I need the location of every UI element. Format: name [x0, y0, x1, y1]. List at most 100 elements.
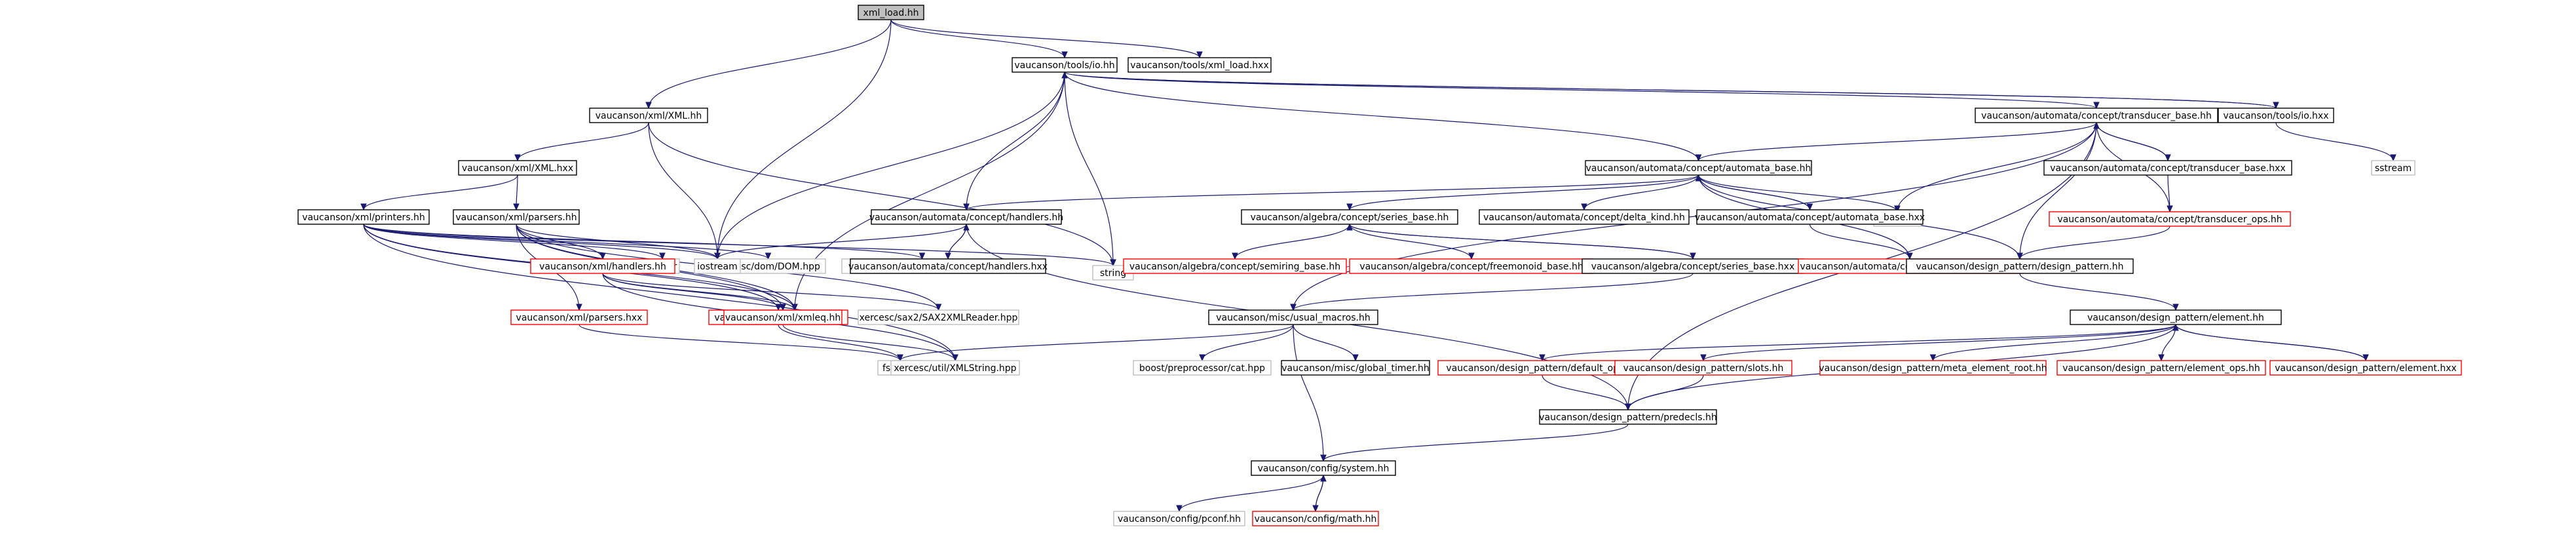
- node-label: vaucanson/xml/XML.hh: [596, 111, 702, 121]
- node-math[interactable]: vaucanson/config/math.hh: [1252, 511, 1379, 526]
- node-meta-element-root[interactable]: vaucanson/design_pattern/meta_element_ro…: [1819, 360, 2047, 376]
- node-box: [2056, 360, 2266, 376]
- node-io-hxx[interactable]: vaucanson/tools/io.hxx: [2218, 108, 2334, 123]
- node-label: xercesc/dom/DOM.hpp: [716, 262, 820, 272]
- node-xml-load-hxx[interactable]: vaucanson/tools/xml_load.hxx: [1127, 57, 1272, 73]
- node-label: vaucanson/automata/concept/delta_kind.hh: [1483, 212, 1685, 223]
- node-label: vaucanson/tools/io.hh: [1014, 60, 1114, 71]
- node-box: [1123, 258, 1347, 274]
- edge-usual_macros-to-global_timer: [1293, 324, 1356, 361]
- node-label: vaucanson/xml/parsers.hh: [455, 212, 577, 223]
- arrowhead-automata_ops-to-automata_base: [1695, 174, 1702, 182]
- node-label: sstream: [2375, 163, 2412, 174]
- edge-design_pattern-to-element: [2019, 273, 2176, 311]
- node-series-base-hxx[interactable]: vaucanson/algebra/concept/series_base.hx…: [1582, 258, 1804, 274]
- node-pconf: vaucanson/config/pconf.hh: [1113, 511, 1245, 526]
- node-box: [1251, 460, 1396, 476]
- edge-transducer_base_hxx-to-transducer_base: [2096, 122, 2169, 161]
- node-label: vaucanson/misc/usual_macros.hh: [1216, 313, 1371, 323]
- edge-usual_macros-to-system: [1293, 324, 1324, 462]
- node-box: [1252, 511, 1379, 526]
- node-default-ops[interactable]: vaucanson/design_pattern/default_ops.hh: [1437, 360, 1647, 376]
- node-printers[interactable]: vaucanson/xml/printers.hh: [297, 209, 430, 225]
- node-global-timer[interactable]: vaucanson/misc/global_timer.hh: [1281, 360, 1430, 376]
- arrowhead-io-to-transducer_base: [2093, 102, 2100, 109]
- node-xmleq[interactable]: vaucanson/xml/xmleq.hh: [723, 309, 843, 325]
- node-element-hxx[interactable]: vaucanson/design_pattern/element.hxx: [2269, 360, 2462, 376]
- node-predecls[interactable]: vaucanson/design_pattern/predecls.hh: [1539, 409, 1717, 425]
- node-freemonoid-base[interactable]: vaucanson/algebra/concept/freemonoid_bas…: [1349, 258, 1594, 274]
- node-box: [723, 309, 843, 325]
- node-transducer-base[interactable]: vaucanson/automata/concept/transducer_ba…: [1975, 108, 2218, 123]
- arrowhead-transducer_ops-to-design_pattern: [2017, 252, 2023, 260]
- node-element-ops[interactable]: vaucanson/design_pattern/element_ops.hh: [2056, 360, 2266, 376]
- arrowhead-xmleq-to-xmlstring: [952, 354, 958, 362]
- arrowhead-element-to-default_ops: [1539, 354, 1545, 362]
- edge-transducer_base-to-design_pattern: [2019, 122, 2097, 260]
- node-handlers-concept-hxx[interactable]: vaucanson/automata/concept/handlers.hxx: [848, 258, 1048, 274]
- node-box: [1819, 360, 2047, 376]
- node-label: vaucanson/design_pattern/element.hxx: [2275, 363, 2457, 374]
- node-xml-xml[interactable]: vaucanson/xml/XML.hh: [589, 108, 708, 123]
- node-automata-base-hxx[interactable]: vaucanson/automata/concept/automata_base…: [1695, 209, 1925, 225]
- edge-series_base_hxx-to-series_base: [1349, 224, 1694, 260]
- arrowhead-element_hxx-to-element: [2172, 323, 2179, 331]
- node-semiring-base[interactable]: vaucanson/algebra/concept/semiring_base.…: [1123, 258, 1347, 274]
- node-label: vaucanson/automata/concept/automata_base…: [1695, 212, 1925, 223]
- arrowhead-printers-to-dom: [765, 252, 772, 260]
- arrowhead-usual_macros-to-global_timer: [1352, 354, 1359, 362]
- edge-handlers_xml-to-sax2: [602, 273, 939, 311]
- edge-parsers_hxx-to-fstream: [578, 324, 901, 361]
- node-delta-kind[interactable]: vaucanson/automata/concept/delta_kind.hh: [1479, 209, 1690, 225]
- edge-handlers_concept-to-iostream: [717, 224, 967, 260]
- node-box: [1539, 409, 1717, 425]
- node-transducer-base-hxx[interactable]: vaucanson/automata/concept/transducer_ba…: [2043, 160, 2292, 176]
- arrowhead-handlers_xml-to-sax2: [935, 304, 942, 311]
- node-box: [850, 258, 1046, 274]
- node-parsers-hxx[interactable]: vaucanson/xml/parsers.hxx: [510, 309, 648, 325]
- edge-xml_load-to-xml_load_hxx: [890, 19, 1200, 58]
- node-automata-base[interactable]: vaucanson/automata/concept/automata_base…: [1585, 160, 1812, 176]
- node-sstream: sstream: [2371, 160, 2415, 176]
- node-box: [2043, 160, 2292, 176]
- node-xml-xml-hxx[interactable]: vaucanson/xml/XML.hxx: [458, 160, 577, 176]
- node-design-pattern[interactable]: vaucanson/design_pattern/design_pattern.…: [1906, 258, 2134, 274]
- arrowhead-printers-to-platform: [919, 252, 926, 260]
- edge-element-to-default_ops: [1542, 324, 2176, 361]
- edge-handlers_xml-to-xmleq: [602, 273, 784, 311]
- node-box: [694, 258, 741, 274]
- node-box: [2070, 309, 2282, 325]
- edge-xml_load-to-iostream: [717, 19, 892, 260]
- node-transducer-ops[interactable]: vaucanson/automata/concept/transducer_op…: [2049, 211, 2291, 227]
- node-element[interactable]: vaucanson/design_pattern/element.hh: [2070, 309, 2282, 325]
- node-xml-load[interactable]: xml_load.hh: [858, 5, 924, 20]
- arrowhead-element-to-element_ops: [2158, 354, 2165, 362]
- node-handlers-concept[interactable]: vaucanson/automata/concept/handlers.hh: [869, 209, 1063, 225]
- arrowhead-series_base-to-freemonoid_base: [1468, 252, 1475, 260]
- node-box: [297, 209, 430, 225]
- edge-element-to-slots: [1703, 324, 2176, 361]
- node-xmlstring: xercesc/util/XMLString.hpp: [890, 360, 1020, 376]
- edge-io-to-iostream: [717, 71, 1065, 260]
- edge-transducer_ops-to-design_pattern: [2019, 226, 2170, 260]
- node-box: [2269, 360, 2462, 376]
- node-slots[interactable]: vaucanson/design_pattern/slots.hh: [1614, 360, 1792, 376]
- edge-xml_load-to-io: [890, 19, 1065, 58]
- node-label: xercesc/util/XMLString.hpp: [894, 363, 1016, 374]
- node-io[interactable]: vaucanson/tools/io.hh: [1012, 57, 1118, 73]
- arrowhead-xml_xml_hxx-to-parsers: [513, 203, 520, 211]
- node-label: vaucanson/tools/xml_load.hxx: [1130, 60, 1268, 71]
- node-series-base[interactable]: vaucanson/algebra/concept/series_base.hh: [1241, 209, 1458, 225]
- node-system[interactable]: vaucanson/config/system.hh: [1251, 460, 1396, 476]
- edge-io-to-transducer_base: [1064, 71, 2097, 109]
- node-label: vaucanson/tools/io.hxx: [2224, 111, 2329, 121]
- arrowhead-handlers_xml-to-map: [791, 304, 798, 311]
- node-usual-macros[interactable]: vaucanson/misc/usual_macros.hh: [1208, 309, 1378, 325]
- edge-printers_hxx-to-fstream: [778, 324, 901, 361]
- node-parsers[interactable]: vaucanson/xml/parsers.hh: [453, 209, 580, 225]
- edge-printers-to-vector: [363, 224, 663, 260]
- node-handlers-xml[interactable]: vaucanson/xml/handlers.hh: [530, 258, 675, 274]
- edge-xml_load-to-xml_xml: [648, 19, 892, 109]
- node-label: vaucanson/algebra/concept/series_base.hx…: [1591, 262, 1795, 272]
